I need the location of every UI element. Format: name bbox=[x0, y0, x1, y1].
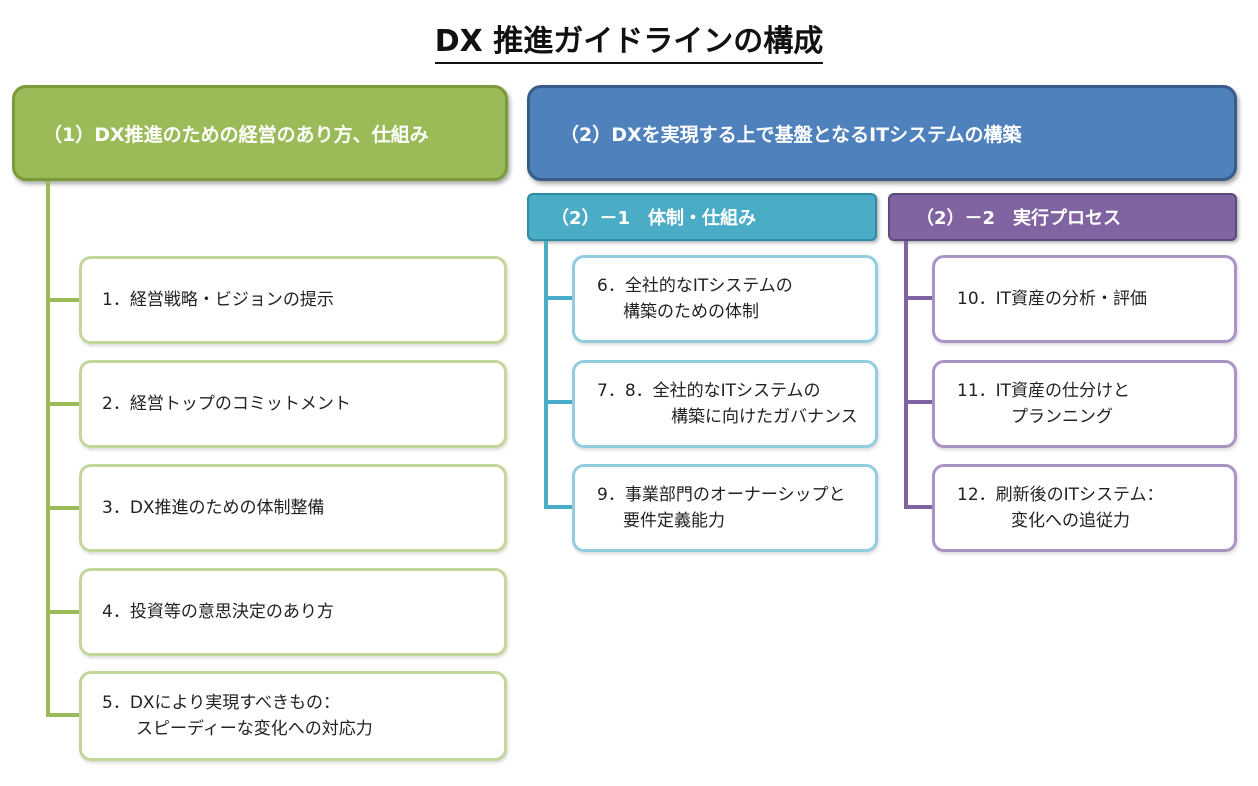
item-text: 11．IT資産の仕分けと bbox=[957, 381, 1131, 401]
subsection-2-1-connector-branch bbox=[544, 400, 574, 404]
guideline-item-3: 3．DX推進のための体制整備 bbox=[79, 464, 507, 552]
section1-header: （1）DX推進のための経営のあり方、仕組み bbox=[12, 85, 508, 181]
guideline-item-10: 10．IT資産の分析・評価 bbox=[932, 255, 1237, 343]
item-text: 1．経営戦略・ビジョンの提示 bbox=[102, 290, 334, 310]
subsection-2-1-connector-vertical bbox=[544, 241, 548, 509]
section1-header-label: （1）DX推進のための経営のあり方、仕組み bbox=[43, 123, 429, 146]
section1-connector-branch bbox=[46, 402, 80, 406]
guideline-item-4: 4．投資等の意思決定のあり方 bbox=[79, 568, 507, 656]
subsection-2-2-connector-branch bbox=[904, 400, 934, 404]
section1-connector-vertical bbox=[46, 181, 50, 716]
subsection-2-2-connector-branch bbox=[904, 505, 934, 509]
guideline-item-6: 6．全社的なITシステムの 構築のための体制 bbox=[572, 255, 878, 343]
subsection-2-2-label: （2）－2 実行プロセス bbox=[916, 208, 1122, 229]
item-text-line2: プランニング bbox=[1011, 407, 1113, 427]
section2-header: （2）DXを実現する上で基盤となるITシステムの構築 bbox=[527, 85, 1237, 181]
item-text-line2: 構築に向けたガバナンス bbox=[671, 407, 858, 427]
section1-connector-branch bbox=[46, 713, 80, 717]
subsection-2-2-connector-branch bbox=[904, 296, 934, 300]
subsection-2-1-header: （2）－1 体制・仕組み bbox=[527, 193, 877, 241]
item-text-line2: 変化への追従力 bbox=[1011, 511, 1130, 531]
guideline-item-1: 1．経営戦略・ビジョンの提示 bbox=[79, 256, 507, 344]
section1-connector-branch bbox=[46, 298, 80, 302]
subsection-2-1-connector-branch bbox=[544, 296, 574, 300]
page-title-text: DX 推進ガイドラインの構成 bbox=[434, 24, 824, 64]
section1-connector-branch bbox=[46, 506, 80, 510]
item-text: 7．8．全社的なITシステムの bbox=[597, 381, 821, 401]
item-text-line2: 要件定義能力 bbox=[623, 511, 725, 531]
guideline-item-5: 5．DXにより実現すべきもの： スピーディーな変化への対応力 bbox=[79, 671, 507, 761]
item-text: 9．事業部門のオーナーシップと bbox=[597, 485, 846, 505]
item-text: 5．DXにより実現すべきもの： bbox=[102, 693, 341, 713]
item-text: 2．経営トップのコミットメント bbox=[102, 394, 351, 414]
item-text: 12．刷新後のITシステム： bbox=[957, 485, 1164, 505]
guideline-item-7-8: 7．8．全社的なITシステムの 構築に向けたガバナンス bbox=[572, 360, 878, 448]
item-text: 3．DX推進のための体制整備 bbox=[102, 498, 325, 518]
subsection-2-1-label: （2）－1 体制・仕組み bbox=[551, 208, 757, 229]
subsection-2-2-connector-vertical bbox=[904, 241, 908, 509]
page-title: DX 推進ガイドラインの構成 bbox=[0, 16, 1258, 64]
section2-header-label: （2）DXを実現する上で基盤となるITシステムの構築 bbox=[560, 123, 1022, 146]
guideline-item-9: 9．事業部門のオーナーシップと 要件定義能力 bbox=[572, 464, 878, 552]
section1-connector-branch bbox=[46, 610, 80, 614]
subsection-2-2-header: （2）－2 実行プロセス bbox=[888, 193, 1237, 241]
guideline-item-2: 2．経営トップのコミットメント bbox=[79, 360, 507, 448]
item-text: 6．全社的なITシステムの bbox=[597, 276, 793, 296]
item-text: 10．IT資産の分析・評価 bbox=[957, 289, 1148, 309]
guideline-item-11: 11．IT資産の仕分けと プランニング bbox=[932, 360, 1237, 448]
item-text-line2: 構築のための体制 bbox=[623, 302, 759, 322]
guideline-item-12: 12．刷新後のITシステム： 変化への追従力 bbox=[932, 464, 1237, 552]
item-text: 4．投資等の意思決定のあり方 bbox=[102, 602, 334, 622]
subsection-2-1-connector-branch bbox=[544, 505, 574, 509]
item-text-line2: スピーディーな変化への対応力 bbox=[136, 719, 373, 739]
